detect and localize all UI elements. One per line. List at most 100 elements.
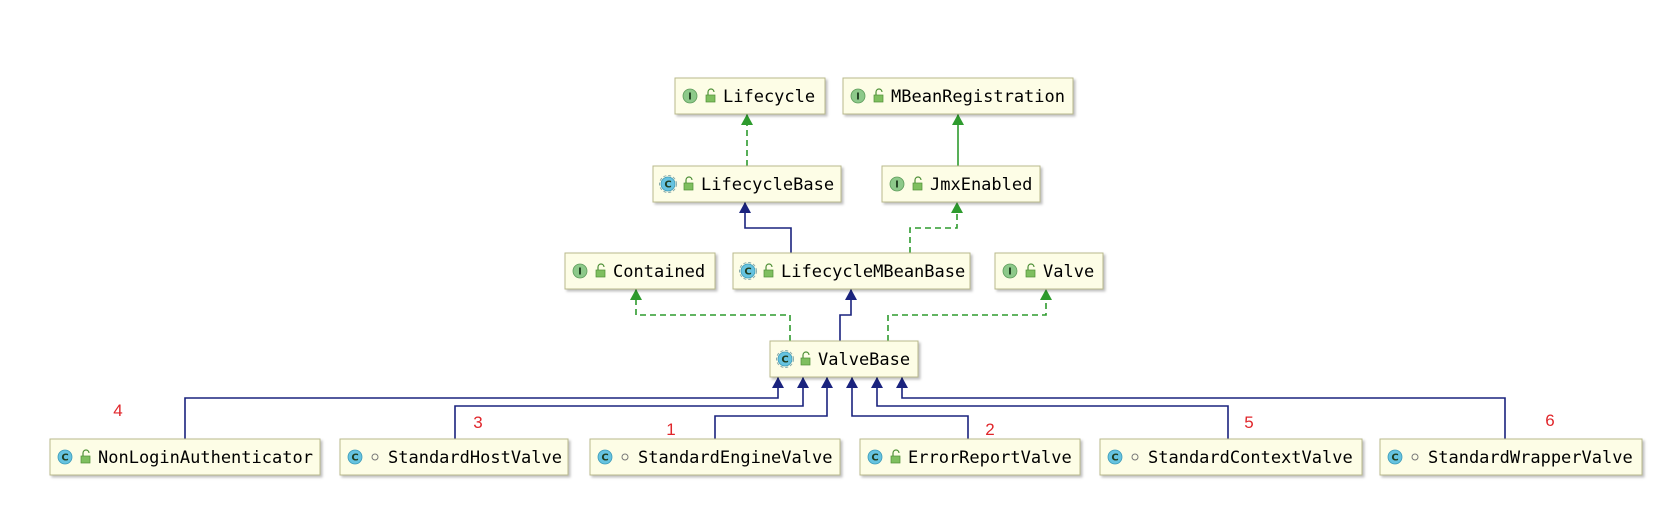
node-StandardHostValve[interactable]: C StandardHostValve [339,438,569,476]
package-access-icon [371,453,379,461]
edge-StandardEngineValve-to-ValveBase [714,377,833,439]
node-box [1099,438,1363,476]
interface-icon: I [682,88,698,104]
svg-text:C: C [664,180,671,191]
abstract-class-icon: C [776,350,794,368]
node-box [564,252,716,290]
class-icon: C [867,449,883,465]
edge-arrowhead [741,114,753,125]
node-label: Lifecycle [723,87,815,107]
node-StandardContextValve[interactable]: C StandardContextValve [1099,438,1363,476]
node-StandardEngineValve[interactable]: C StandardEngineValve [589,438,841,476]
svg-text:C: C [744,267,751,278]
public-access-icon [1025,263,1036,278]
svg-text:C: C [1391,453,1398,464]
node-label: StandardWrapperValve [1428,448,1633,468]
edge-arrowhead [772,377,784,388]
edges-layer [184,114,1506,439]
abstract-class-icon: C [739,262,757,280]
edge-arrowhead [952,114,964,125]
edge-arrowhead [739,202,751,213]
svg-text:I: I [1008,267,1012,278]
edge-arrowhead [797,377,809,388]
node-label: Contained [613,262,705,282]
edge-arrowhead [630,289,642,300]
public-access-icon [683,176,694,191]
interface-icon: I [572,263,588,279]
public-access-icon [705,88,716,103]
node-label: StandardContextValve [1148,448,1353,468]
edge-arrowhead [1040,289,1052,300]
node-label: JmxEnabled [930,175,1032,195]
package-access-icon [1411,453,1419,461]
annotation-number-5: 5 [1244,413,1253,432]
svg-text:C: C [871,453,878,464]
edge-LifecycleBase-to-Lifecycle [741,114,753,166]
annotation-number-2: 2 [985,420,994,439]
annotation-number-1: 1 [666,420,675,439]
edge-line [454,377,804,439]
annotation-number-4: 4 [113,401,122,420]
interface-icon: I [1002,263,1018,279]
edge-arrowhead [896,377,908,388]
edge-line [635,289,791,341]
node-box [1379,438,1643,476]
svg-text:C: C [781,355,788,366]
edge-NonLoginAuthenticator-to-ValveBase [184,377,784,439]
edge-StandardHostValve-to-ValveBase [454,377,809,439]
class-icon: C [1107,449,1123,465]
node-LifecycleMBeanBase[interactable]: C LifecycleMBeanBase [732,252,971,290]
public-access-icon [912,176,923,191]
edge-line [714,377,828,439]
public-access-icon [890,449,901,464]
node-ValveBase[interactable]: C ValveBase [769,340,919,378]
edge-ValveBase-to-LifecycleMBeanBase [839,289,857,341]
svg-text:I: I [856,92,860,103]
interface-icon: I [850,88,866,104]
edge-arrowhead [871,377,883,388]
class-icon: C [347,449,363,465]
edge-arrowhead [845,289,857,300]
node-box [769,340,919,378]
node-Valve[interactable]: I Valve [994,252,1104,290]
annotation-number-3: 3 [473,413,482,432]
edge-line [839,289,852,341]
node-Lifecycle[interactable]: I Lifecycle [674,77,826,115]
edge-arrowhead [846,377,858,388]
node-box [589,438,841,476]
node-label: StandardHostValve [388,448,562,468]
node-label: ValveBase [818,350,910,370]
class-icon: C [1387,449,1403,465]
edge-StandardContextValve-to-ValveBase [871,377,1229,439]
edge-JmxEnabled-to-MBeanRegistration [952,114,964,166]
node-Contained[interactable]: I Contained [564,252,716,290]
public-access-icon [800,351,811,366]
svg-text:I: I [688,92,692,103]
edge-LifecycleMBeanBase-to-JmxEnabled [909,202,963,253]
edge-ValveBase-to-Contained [630,289,791,341]
public-access-icon [80,449,91,464]
edge-StandardWrapperValve-to-ValveBase [896,377,1506,439]
package-access-icon [1131,453,1139,461]
node-ErrorReportValve[interactable]: C ErrorReportValve [859,438,1081,476]
node-label: Valve [1043,262,1094,282]
edge-line [744,202,792,253]
node-StandardWrapperValve[interactable]: C StandardWrapperValve [1379,438,1643,476]
node-label: StandardEngineValve [638,448,832,468]
edge-line [909,202,958,253]
node-box [859,438,1081,476]
package-access-icon [621,453,629,461]
node-label: LifecycleMBeanBase [781,262,965,282]
svg-text:C: C [61,453,68,464]
svg-text:C: C [601,453,608,464]
svg-text:C: C [1111,453,1118,464]
node-label: ErrorReportValve [908,448,1072,468]
node-LifecycleBase[interactable]: C LifecycleBase [652,165,842,203]
node-label: LifecycleBase [701,175,834,195]
